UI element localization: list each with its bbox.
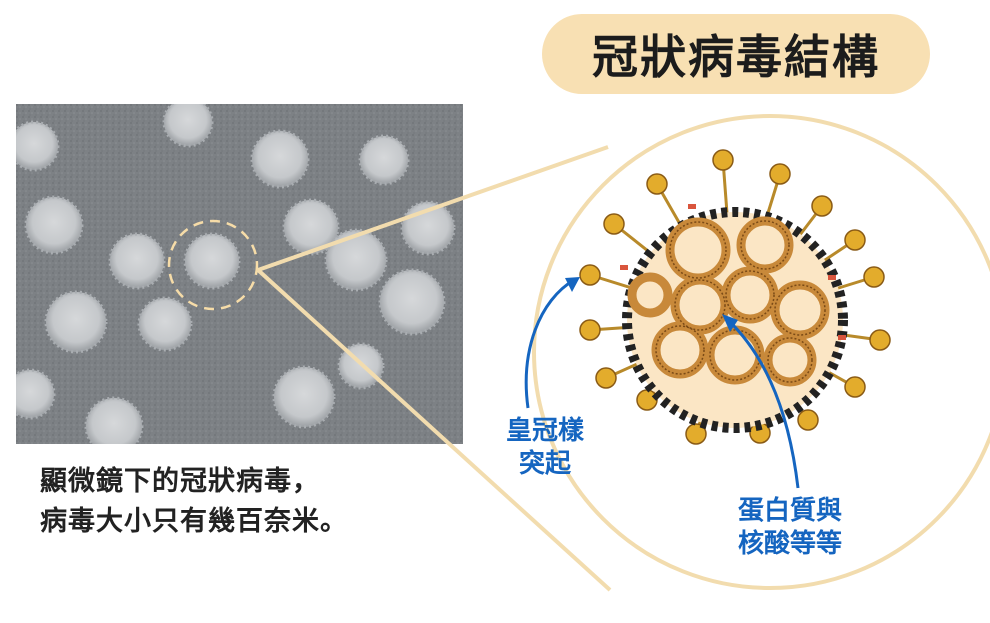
protein-label-line-1: 蛋白質與 [737, 496, 842, 526]
spike-label: 皇冠樣 突起 [495, 415, 595, 481]
caption-line-1: 顯微鏡下的冠狀病毒， [40, 466, 320, 497]
envelope-red-proteins [620, 204, 846, 340]
protein-label: 蛋白質與 核酸等等 [705, 495, 875, 561]
caption-line-2: 病毒大小只有幾百奈米。 [40, 506, 348, 537]
micrograph-caption: 顯微鏡下的冠狀病毒， 病毒大小只有幾百奈米。 [40, 462, 460, 542]
page-title: 冠狀病毒結構 [592, 30, 880, 84]
connector-line-bottom [256, 268, 612, 592]
spike-arrow [524, 278, 575, 409]
protein-label-line-2: 核酸等等 [737, 529, 842, 559]
title-banner: 冠狀病毒結構 [542, 14, 930, 94]
spike-label-line-1: 皇冠樣 [505, 416, 584, 446]
electron-micrograph [16, 104, 463, 444]
connector-line-top [257, 145, 609, 272]
protein-arrow [726, 318, 800, 489]
spike-label-line-2: 突起 [518, 449, 571, 479]
